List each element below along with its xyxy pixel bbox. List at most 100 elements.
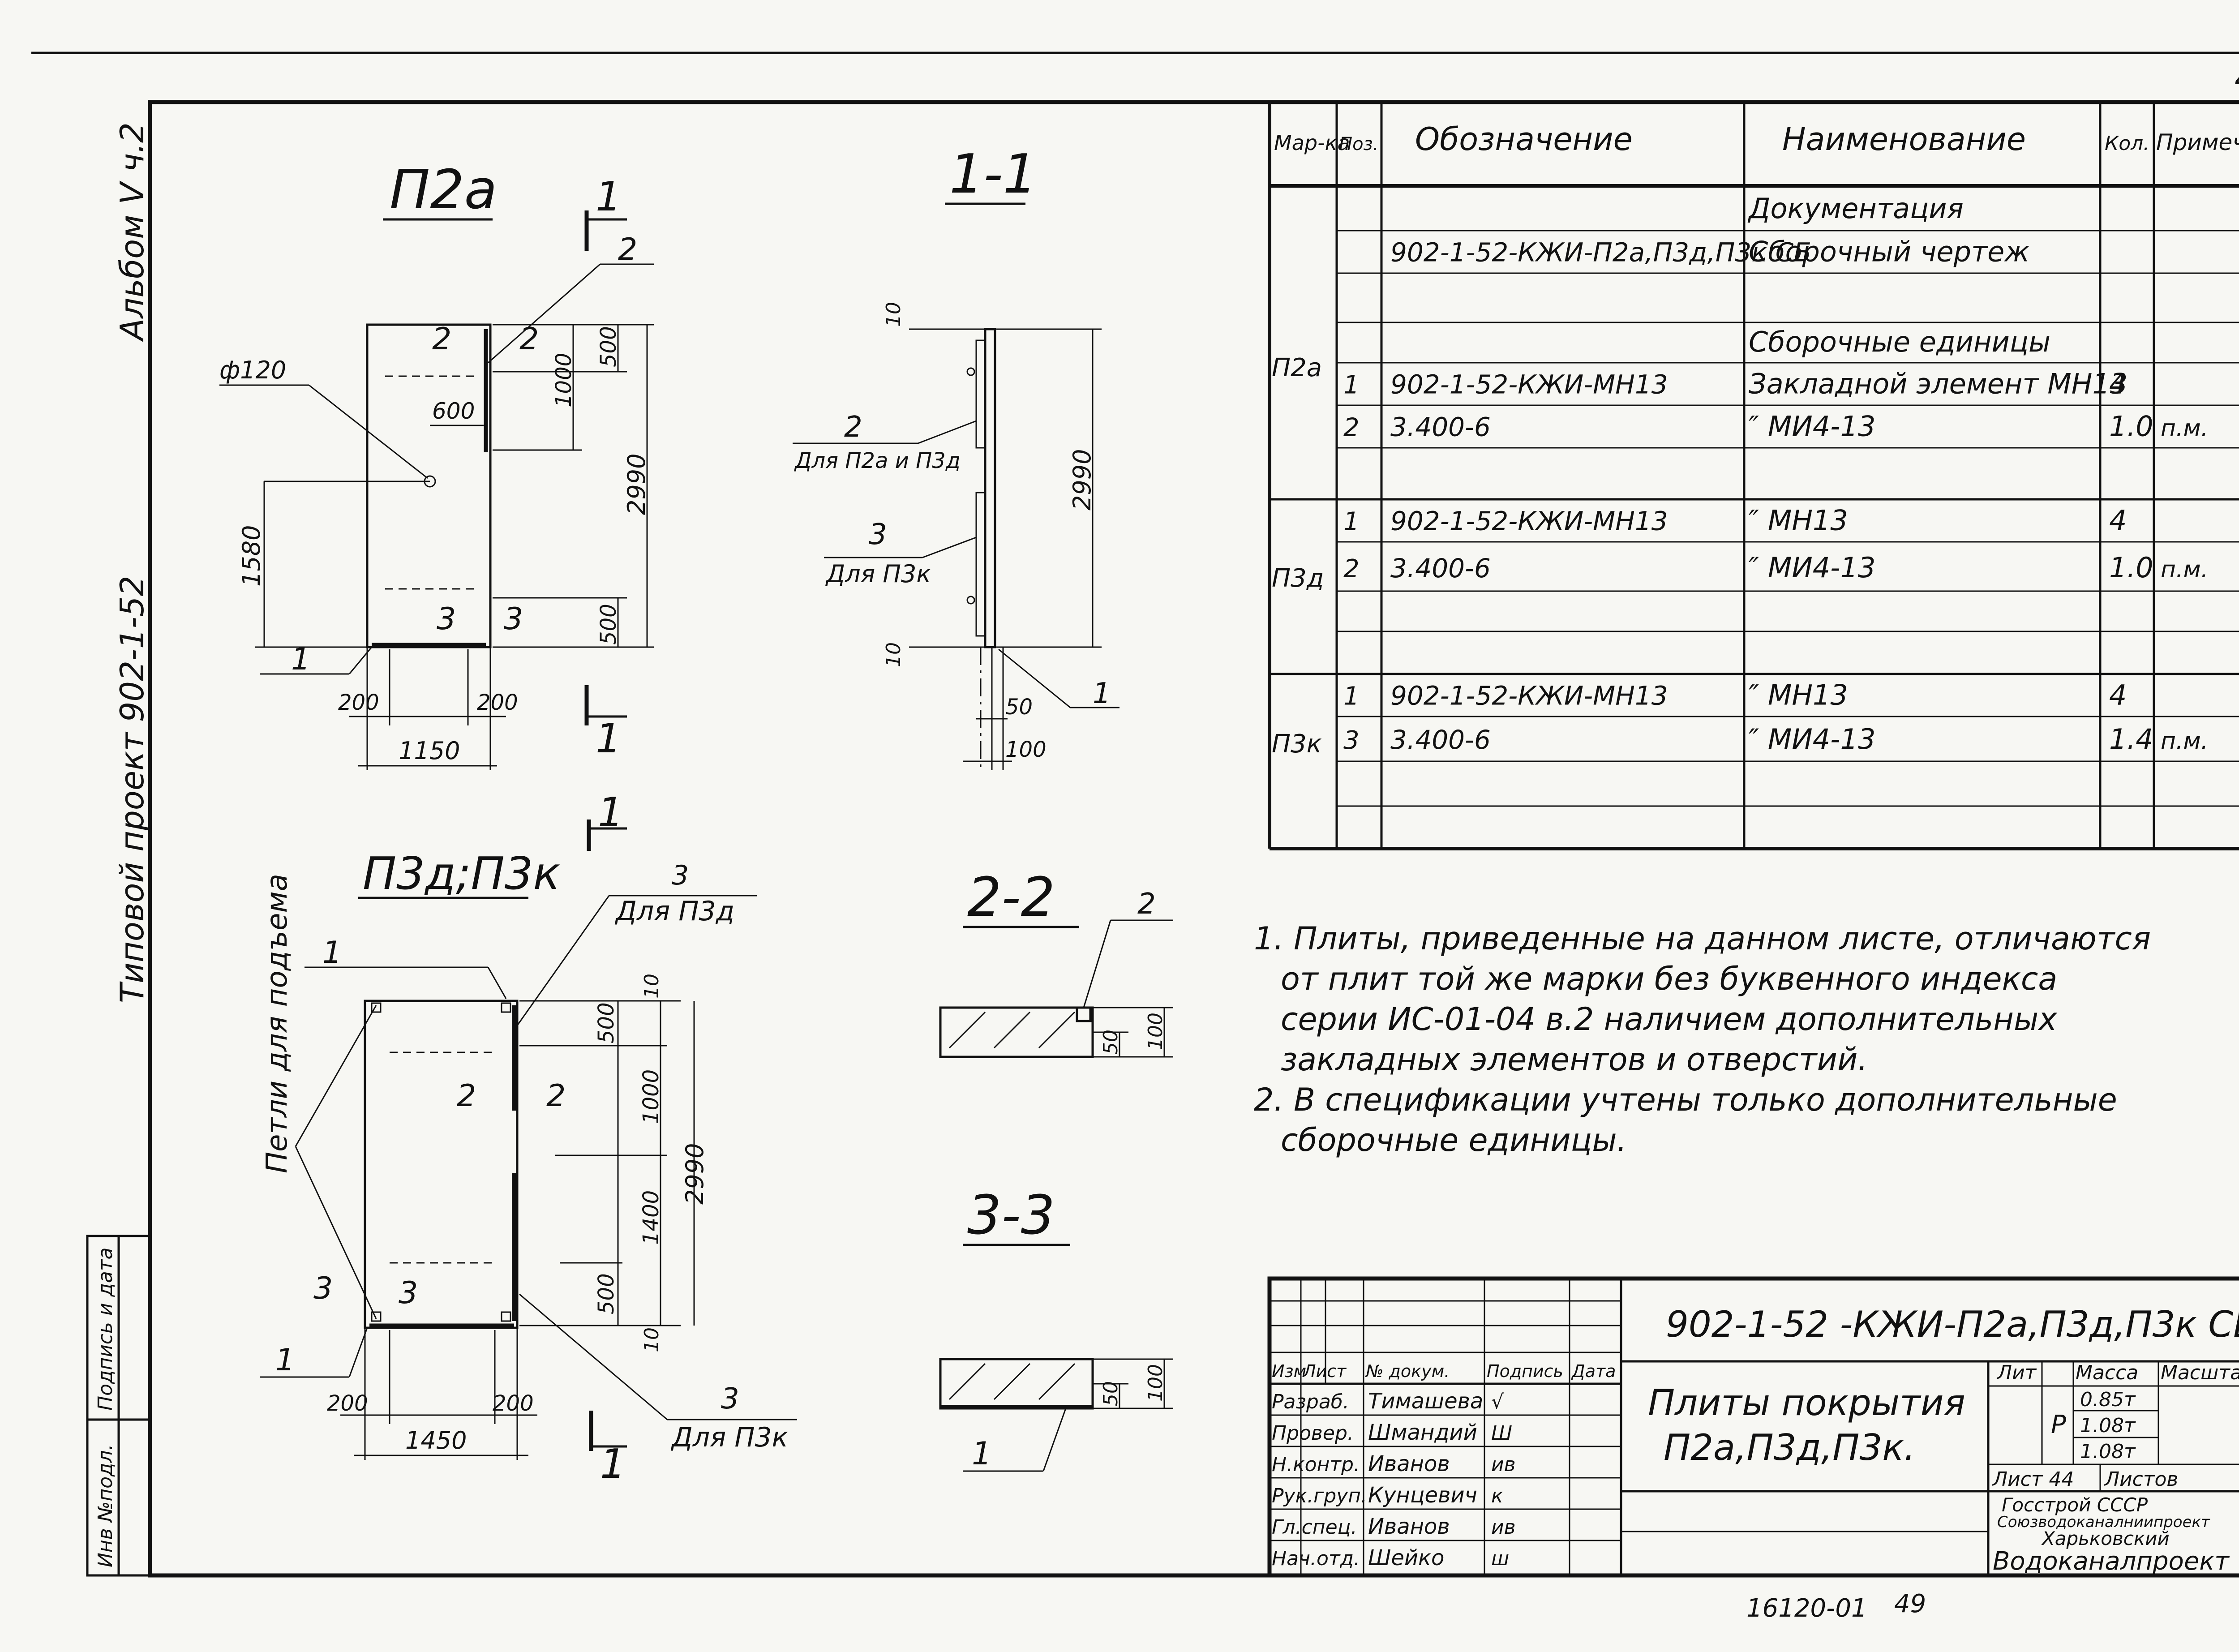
note-line-5: 2. В спецификации учтены только дополнит… bbox=[1254, 1081, 2117, 1118]
bottom-code-left: 16120-01 bbox=[1746, 1594, 1867, 1623]
spec-cell-r4-c1: 1 bbox=[1343, 370, 1360, 399]
p2a-dim-2990: 2990 bbox=[622, 454, 651, 515]
p2a-dim-200-right: 200 bbox=[477, 690, 518, 715]
spec-cell-r5-c4: 1.0 bbox=[2109, 410, 2153, 442]
p3-dim-1400: 1400 bbox=[639, 1190, 664, 1245]
staff-name-5: Шейко bbox=[1368, 1545, 1444, 1570]
lit-value: Р bbox=[2051, 1410, 2066, 1439]
spec-cell-r7-c3: ″ МН13 bbox=[1749, 504, 1848, 536]
notes-block: 1. Плиты, приведенные на данном листе, о… bbox=[1254, 920, 2151, 1159]
p2a-label-3a: 3 bbox=[437, 601, 456, 637]
section11-label-3: 3 bbox=[869, 518, 887, 551]
sheet-label: Лист 44 bbox=[1992, 1468, 2074, 1491]
p2a-section-mark-bot: 1 bbox=[596, 715, 621, 762]
staff-role-0: Разраб. bbox=[1272, 1390, 1349, 1413]
p2a-dim-1150: 1150 bbox=[399, 737, 460, 765]
p2a-dim-1000: 1000 bbox=[551, 353, 576, 408]
spec-cell-r8-c0: П3д bbox=[1272, 564, 1324, 593]
p2a-label-2a: 2 bbox=[618, 232, 637, 267]
section22-slab bbox=[939, 1006, 1094, 1058]
view-p3: 1 П3д;П3к 3 Для П3д 10 500 1000 2990 140… bbox=[260, 789, 797, 1488]
section11-label-2: 2 bbox=[844, 411, 862, 444]
section22-dim-50: 50 bbox=[1099, 1030, 1122, 1055]
section33-dim-50: 50 bbox=[1099, 1381, 1122, 1406]
p3-dim-1450: 1450 bbox=[405, 1426, 467, 1455]
spec-cell-r12-c4: 1.4 bbox=[2109, 723, 2153, 755]
staff-role-3: Рук.груп. bbox=[1272, 1485, 1367, 1507]
section11-label-1: 1 bbox=[1093, 677, 1111, 710]
p2a-label-1: 1 bbox=[291, 642, 310, 677]
lit-label: Лит bbox=[1996, 1361, 2037, 1384]
note-line-2: от плит той же марки без буквенного инде… bbox=[1281, 961, 2057, 997]
staff-sign-0: √ bbox=[1491, 1390, 1504, 1413]
p3-note-top-ref3: 3 bbox=[672, 860, 689, 891]
spec-header-2: Обозначение bbox=[1415, 121, 1633, 158]
p3-note-bottom: Для П3к bbox=[670, 1422, 788, 1453]
p2a-dim-200-left: 200 bbox=[338, 690, 379, 715]
spec-cell-r12-c3: ″ МИ4-13 bbox=[1749, 723, 1875, 755]
mass-2: 1.08т bbox=[2080, 1414, 2136, 1437]
staff-role-5: Нач.отд. bbox=[1272, 1547, 1360, 1570]
org-line-1: Госстрой СССР bbox=[2002, 1494, 2148, 1516]
spec-header-0: Мар-ка bbox=[1274, 131, 1350, 155]
staff-sign-1: Ш bbox=[1491, 1422, 1512, 1445]
mass-label: Масса bbox=[2076, 1361, 2138, 1384]
staff-sign-2: ив bbox=[1491, 1453, 1516, 1476]
spec-cell-r3-c3: Сборочные единицы bbox=[1749, 326, 2050, 358]
inv-no-label: Инв №подл. bbox=[94, 1444, 117, 1567]
spec-cell-r8-c4: 1.0 bbox=[2109, 551, 2153, 584]
org-line-2: Союзводоканалниипроект bbox=[1997, 1513, 2210, 1531]
section33-slab bbox=[939, 1358, 1094, 1410]
section22-title: 2-2 bbox=[967, 867, 1055, 929]
p3-label-2a: 2 bbox=[457, 1078, 476, 1114]
spec-cell-r8-c5: п.м. bbox=[2161, 556, 2208, 583]
p3-section-mark-bot: 1 bbox=[600, 1441, 626, 1488]
staff-name-1: Шмандий bbox=[1368, 1420, 1477, 1445]
album-label: Альбом V ч.2 bbox=[113, 122, 151, 342]
note-line-6: сборочные единицы. bbox=[1281, 1122, 1627, 1159]
mass-3: 1.08т bbox=[2080, 1440, 2136, 1463]
p2a-title: П2а bbox=[390, 159, 497, 221]
note-line-1: 1. Плиты, приведенные на данном листе, о… bbox=[1254, 920, 2151, 957]
spec-cell-r11-c4: 4 bbox=[2109, 678, 2127, 711]
spec-cell-r12-c0: П3к bbox=[1272, 729, 1322, 759]
mass-1: 0.85т bbox=[2080, 1388, 2136, 1411]
p3-dim-10-top: 10 bbox=[640, 974, 663, 999]
spec-cell-r0-c3: Документация bbox=[1747, 192, 1964, 225]
tb-col-header-3: Подпись bbox=[1487, 1361, 1563, 1381]
spec-cell-r4-c0: П2а bbox=[1272, 353, 1322, 382]
section11-dim-10-bot: 10 bbox=[882, 642, 905, 667]
spec-cell-r12-c2: 3.400-6 bbox=[1390, 725, 1491, 755]
p3-dim-500-bot: 500 bbox=[594, 1273, 619, 1314]
section11-dim-10-top: 10 bbox=[882, 302, 905, 327]
staff-role-4: Гл.спец. bbox=[1272, 1516, 1357, 1539]
staff-sign-4: ив bbox=[1491, 1516, 1516, 1539]
section22-label-2: 2 bbox=[1137, 888, 1156, 921]
p2a-dim-600: 600 bbox=[432, 398, 475, 424]
spec-cell-r12-c5: п.м. bbox=[2161, 728, 2208, 755]
title-block: 902-1-52 -КЖИ-П2а,П3д,П3к СБ Плиты покры… bbox=[1267, 1276, 2239, 1578]
spec-cell-r5-c3: ″ МИ4-13 bbox=[1749, 410, 1875, 442]
spec-cell-r7-c4: 4 bbox=[2109, 504, 2127, 536]
spec-cell-r4-c4: 4 bbox=[2109, 367, 2127, 400]
section-3-3: 3-3 50 100 1 bbox=[939, 1184, 1173, 1472]
p3-dim-200-left: 200 bbox=[327, 1391, 368, 1416]
p3-title: П3д;П3к bbox=[363, 847, 560, 900]
page-number-top: 47 bbox=[2235, 59, 2239, 98]
sheets-label: Листов bbox=[2104, 1468, 2178, 1491]
drawing-frame bbox=[148, 100, 2239, 1578]
p3-dim-1000: 1000 bbox=[639, 1069, 664, 1124]
staff-name-2: Иванов bbox=[1368, 1451, 1450, 1476]
note-line-4: закладных элементов и отверстий. bbox=[1281, 1041, 1868, 1078]
p2a-dim-1580: 1580 bbox=[237, 525, 266, 587]
spec-cell-r5-c1: 2 bbox=[1343, 413, 1360, 442]
p2a-dim-phi120: ф120 bbox=[219, 356, 286, 384]
org-line-3: Харьковский bbox=[2041, 1528, 2170, 1549]
tb-col-header-2: № докум. bbox=[1365, 1361, 1450, 1381]
slab-p3 bbox=[364, 1000, 519, 1329]
spec-cell-r11-c1: 1 bbox=[1343, 682, 1360, 711]
tb-col-header-0: Изм bbox=[1272, 1361, 1306, 1381]
staff-role-1: Провер. bbox=[1272, 1422, 1354, 1445]
p2a-label-3b: 3 bbox=[504, 601, 523, 637]
